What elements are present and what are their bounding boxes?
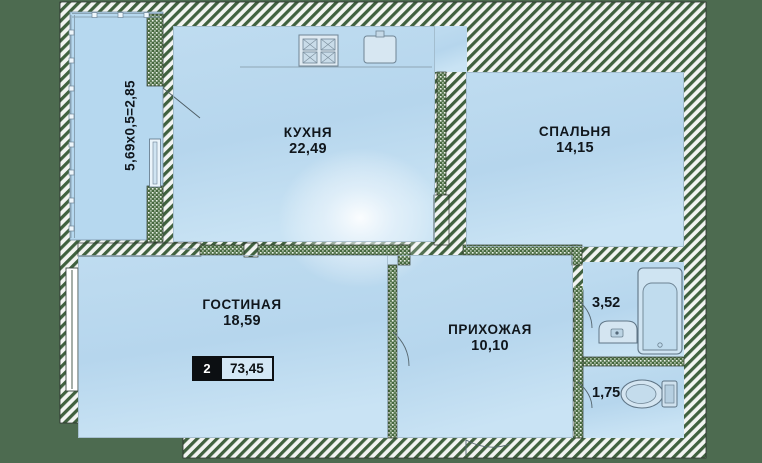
bathroom-area: 3,52 [592, 295, 621, 311]
room-bedroom [466, 72, 684, 247]
fixtures [240, 30, 683, 409]
windows [65, 12, 160, 392]
room-living [78, 255, 388, 438]
toilet-icon [620, 379, 678, 409]
rooms-count: 2 [194, 358, 220, 379]
center-glow [278, 148, 442, 288]
bathtub-icon [637, 267, 683, 355]
doors [162, 87, 593, 455]
room-hall [397, 255, 573, 438]
apartment-summary-badge: 2 73,45 [192, 356, 274, 381]
partition-walls [77, 13, 685, 439]
total-area: 73,45 [220, 358, 272, 379]
balcony-dimension-label: 5,69х0,5=2,85 [122, 80, 138, 171]
room-outlines [78, 26, 684, 438]
washbasin-icon [598, 320, 638, 344]
stove-4-burner-icon [298, 34, 339, 67]
wc-area: 1,75 [592, 385, 621, 401]
kitchen-sink-icon [363, 30, 397, 64]
